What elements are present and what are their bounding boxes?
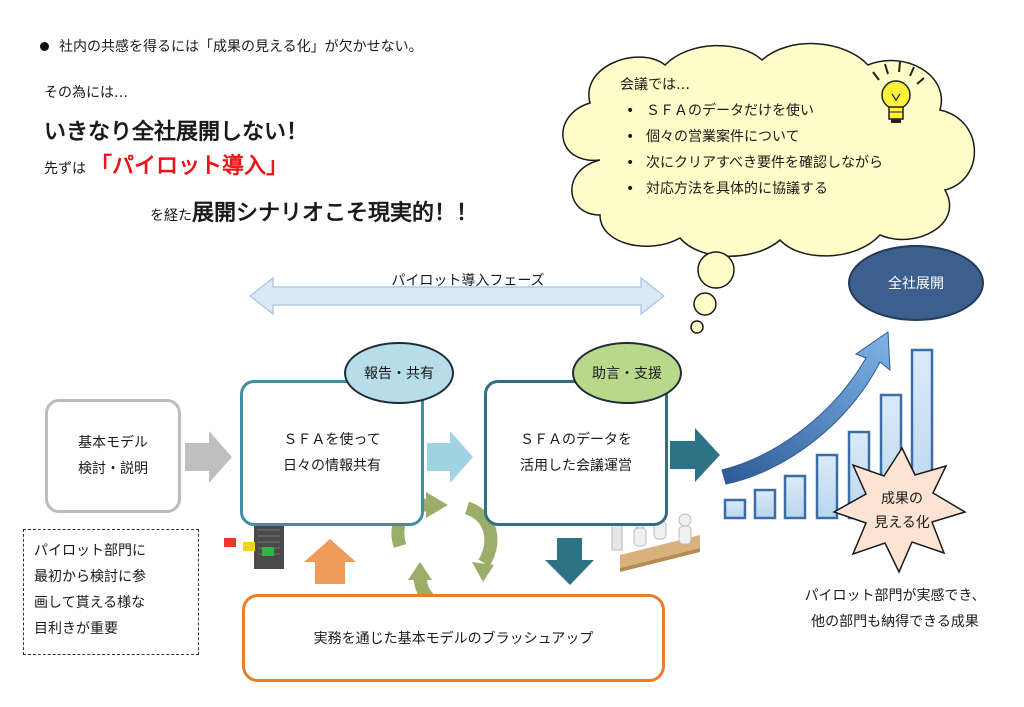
arrow-down-teal (545, 538, 594, 585)
phase-label: パイロット導入フェーズ (391, 273, 545, 289)
sfa-sharing-box: ＳＦＡを使って 日々の情報共有 (240, 380, 424, 526)
basic-model-line1: 基本モデル (78, 435, 148, 451)
top-bullet-line: 社内の共感を得るには「成果の見える化」が欠かせない。 (40, 36, 423, 56)
sfa-sharing-line2: 日々の情報共有 (283, 458, 381, 474)
cloud-item: ＳＦＡのデータだけを使い (620, 98, 883, 124)
result-caption: パイロット部門が実感でき、 他の部門も納得できる成果 (770, 583, 1020, 635)
growth-arrow-icon (721, 331, 891, 485)
sfa-sharing-line1: ＳＦＡを使って (283, 432, 381, 448)
arrow-up-orange (304, 539, 356, 584)
cloud-heading: 会議では… (620, 77, 690, 93)
brushup-label: 実務を通じた基本モデルのブラッシュアップ (313, 631, 594, 647)
phase-double-arrow (249, 276, 665, 316)
lightbulb-icon (872, 61, 925, 123)
sfa-meeting-box: ＳＦＡのデータを 活用した会議運営 (484, 380, 668, 526)
note-line: 目利きが重要 (34, 621, 118, 637)
caption-line1: パイロット部門が実感でき、 (804, 588, 986, 604)
cloud-content: 会議では… ＳＦＡのデータだけを使い 個々の営業案件について 次にクリアすべき要… (620, 72, 883, 202)
top-bullet-text: 社内の共感を得るには「成果の見える化」が欠かせない。 (59, 39, 423, 55)
bullet-dot (40, 41, 49, 51)
cloud-list: ＳＦＡのデータだけを使い 個々の営業案件について 次にクリアすべき要件を確認しな… (620, 98, 883, 202)
star-line1: 成果の (881, 491, 923, 507)
company-rollout-oval: 全社展開 (848, 245, 984, 321)
flow-arrow-gray (185, 431, 232, 483)
pilot-prefix: 先ずは (44, 161, 86, 177)
note-line: 画して貰える様な (34, 595, 146, 611)
advice-support-oval: 助言・支援 (572, 342, 682, 404)
cloud-item: 個々の営業案件について (620, 124, 883, 150)
intro-text: その為には… (44, 85, 128, 101)
flow-arrow-lightblue (427, 431, 473, 483)
report-share-oval: 報告・共有 (344, 342, 454, 404)
basic-model-box: 基本モデル 検討・説明 (45, 399, 181, 513)
starburst-label: 成果の 見える化 (850, 487, 954, 535)
pilot-line: 先ずは「パイロット導入」 (44, 148, 288, 180)
pilot-note-box: パイロット部門に 最初から検討に参 画して貰える様な 目利きが重要 (23, 529, 199, 655)
cycle-arrowheads (408, 492, 494, 582)
cloud-item: 次にクリアすべき要件を確認しながら (620, 150, 883, 176)
scenario-line: を経た展開シナリオこそ現実的！！ (150, 195, 478, 227)
sfa-meeting-line1: ＳＦＡのデータを (520, 432, 632, 448)
star-line2: 見える化 (874, 515, 930, 531)
brushup-box: 実務を通じた基本モデルのブラッシュアップ (242, 594, 665, 682)
cloud-item: 対応方法を具体的に協議する (620, 176, 883, 202)
pilot-highlight: 「パイロット導入」 (90, 154, 289, 179)
starburst (832, 446, 967, 574)
note-line: 最初から検討に参 (34, 569, 146, 585)
basic-model-line2: 検討・説明 (78, 461, 148, 477)
note-line: パイロット部門に (34, 543, 146, 559)
sfa-meeting-line2: 活用した会議運営 (520, 458, 632, 474)
flow-arrow-teal (670, 428, 720, 482)
scenario-prefix: を経た (150, 208, 192, 224)
scenario-main: 展開シナリオこそ現実的！！ (192, 201, 479, 226)
caption-line2: 他の部門も納得できる成果 (811, 614, 979, 630)
statement-heading: いきなり全社展開しない！ (44, 120, 309, 145)
